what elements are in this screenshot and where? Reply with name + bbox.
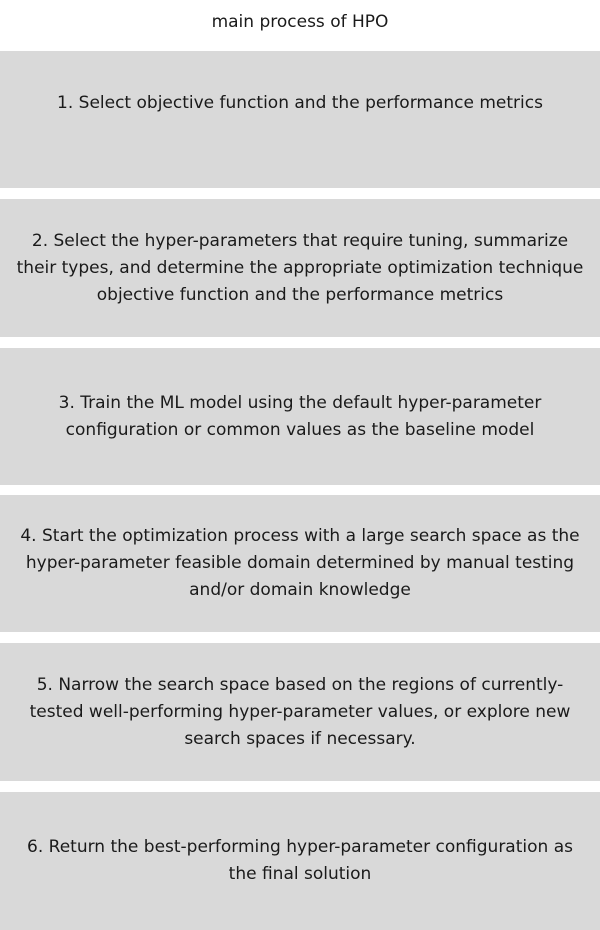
step-text-6: 6. Return the best-performing hyper-para… <box>27 837 573 884</box>
step-text-5: 5. Narrow the search space based on the … <box>29 674 571 749</box>
step-box-4: 4. Start the optimization process with a… <box>0 495 600 632</box>
step-box-1: 1. Select objective function and the per… <box>0 51 600 188</box>
step-box-5: 5. Narrow the search space based on the … <box>0 643 600 781</box>
step-box-6: 6. Return the best-performing hyper-para… <box>0 792 600 930</box>
step-text-4: 4. Start the optimization process with a… <box>20 526 580 600</box>
step-text-1: 1. Select objective function and the per… <box>57 93 543 113</box>
step-box-2: 2. Select the hyper-parameters that requ… <box>0 199 600 337</box>
step-box-3: 3. Train the ML model using the default … <box>0 348 600 485</box>
step-text-3: 3. Train the ML model using the default … <box>58 392 542 440</box>
diagram-title: main process of HPO <box>211 12 389 32</box>
step-text-2: 2. Select the hyper-parameters that requ… <box>16 230 584 305</box>
